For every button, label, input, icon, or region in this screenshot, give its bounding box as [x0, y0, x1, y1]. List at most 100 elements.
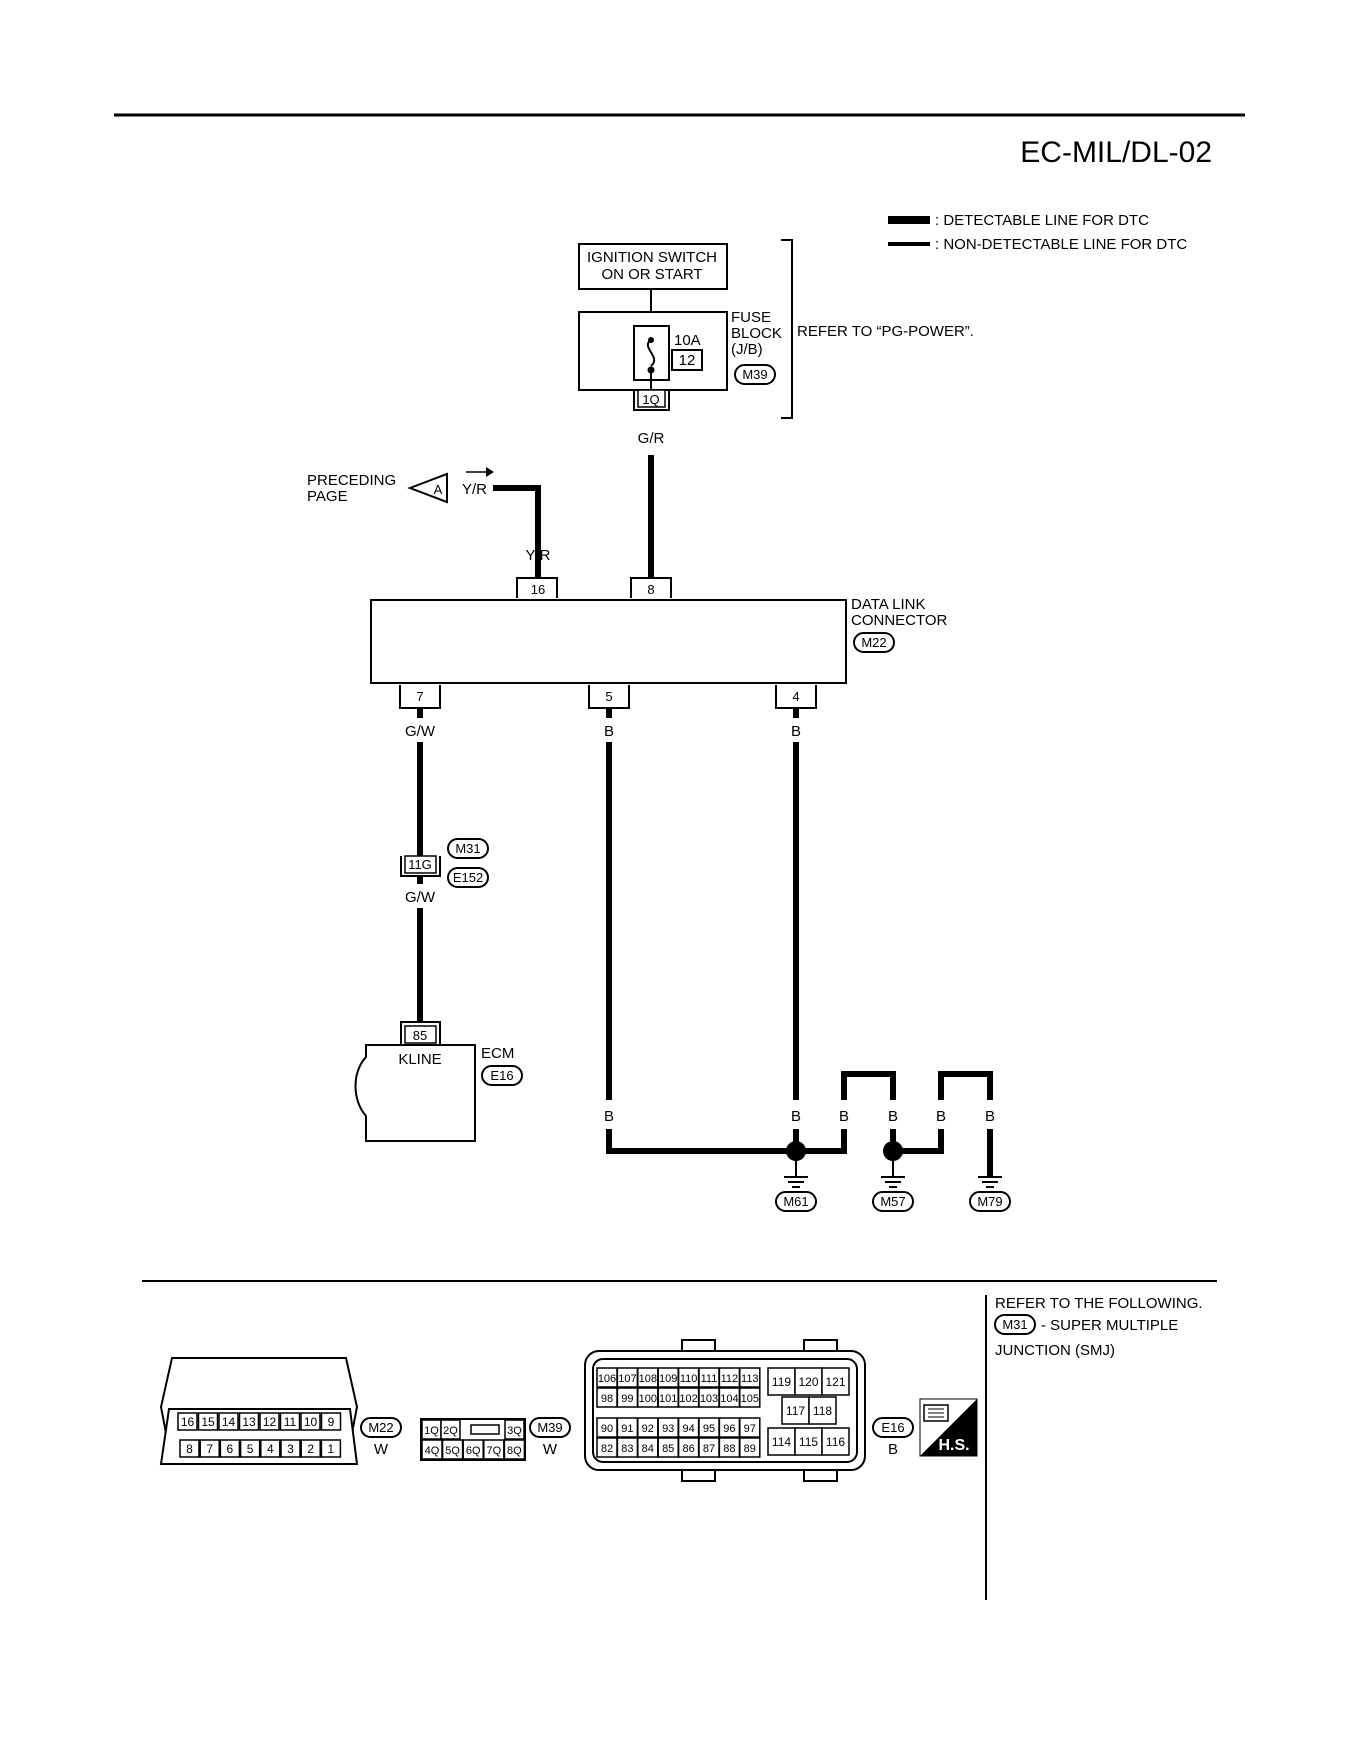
dlc-box	[370, 599, 847, 684]
m22-pin-8-cell	[179, 1439, 200, 1458]
e16-pin-104: 104	[720, 1393, 738, 1405]
m39-pin-2Q: 2Q	[443, 1425, 458, 1437]
preceding-marker-icon	[407, 472, 448, 504]
m22-pin-11: 11	[284, 1415, 297, 1429]
ground-icon-m57	[881, 1176, 905, 1188]
ecm-connector-badge	[481, 1065, 523, 1086]
ground-m61-badge	[775, 1191, 817, 1212]
dlc-label-2: CONNECTOR	[851, 612, 948, 629]
wire-label-gw-top: G/W	[405, 723, 436, 740]
fuse-pin-box	[637, 389, 666, 408]
preceding-marker: A	[434, 482, 443, 497]
legend-detectable: : DETECTABLE LINE FOR DTC	[935, 212, 1149, 229]
e16-pin-120: 120	[798, 1375, 818, 1389]
m39-pin-2Q-cell	[440, 1419, 461, 1440]
e16-pin-118: 118	[813, 1404, 832, 1418]
refer-bracket	[781, 239, 793, 419]
e16-pin-86: 86	[682, 1443, 694, 1455]
ground-m79: M79	[977, 1194, 1002, 1209]
refer-connector-badge	[994, 1314, 1036, 1335]
ground-m57-badge	[872, 1191, 914, 1212]
e16-pin-116: 116	[826, 1435, 845, 1449]
wire-label-b-m57-left: B	[888, 1108, 898, 1125]
dlc-pin-8-label: 8	[647, 582, 654, 597]
smj-connector-bottom-badge	[447, 867, 489, 888]
m39-id: M39	[537, 1420, 562, 1435]
e16-pin-113-cell	[739, 1367, 761, 1388]
ignition-switch: IGNITION SWITCH ON OR START	[578, 243, 728, 290]
m22-pin-10: 10	[304, 1415, 318, 1429]
preceding-line1: PRECEDING	[307, 472, 396, 489]
e16-pin-89: 89	[744, 1443, 756, 1455]
ecm-connector: E16	[490, 1068, 513, 1083]
refer-line3: JUNCTION (SMJ)	[995, 1342, 1115, 1359]
e16-pin-87: 87	[703, 1443, 715, 1455]
m22-id: M22	[368, 1420, 393, 1435]
m22-pin-7: 7	[206, 1442, 213, 1456]
smj-connector-bottom: E152	[453, 870, 483, 885]
e16-pin-117: 117	[786, 1404, 805, 1418]
e16-pin-119: 119	[772, 1375, 791, 1389]
fuse-label-2: BLOCK	[731, 325, 782, 342]
fuse-icon	[646, 339, 656, 367]
e16-pin-115: 115	[799, 1435, 818, 1449]
m22-pin-5-cell	[239, 1439, 261, 1458]
m22-pin-6-cell	[219, 1439, 241, 1458]
e16-pin-105: 105	[741, 1393, 759, 1405]
dlc-pin-7-label: 7	[416, 689, 423, 704]
m22-id-badge	[360, 1417, 402, 1438]
m39-pin-3Q-cell	[504, 1419, 525, 1440]
ignition-line2: ON OR START	[601, 266, 702, 283]
m22-pin-12-cell	[259, 1412, 280, 1431]
fuse-label-1: FUSE	[731, 309, 771, 326]
legend-non-detectable: : NON-DETECTABLE LINE FOR DTC	[935, 236, 1187, 253]
ecm-pin-name: KLINE	[398, 1051, 441, 1068]
harness-connector-icon	[923, 1404, 949, 1422]
ecm-pin-box	[404, 1025, 437, 1044]
m22-pin-3: 3	[287, 1442, 294, 1456]
e16-pin-89-cell	[739, 1437, 761, 1458]
ecm: 85 KLINE ECM E16	[354, 1021, 523, 1142]
e16-pin-121: 121	[825, 1375, 845, 1389]
m22-pin-14-cell	[218, 1412, 239, 1431]
e16-pin-112: 112	[721, 1373, 739, 1385]
wire-label-b-pin4: B	[791, 723, 801, 740]
e16-pin-103: 103	[700, 1393, 718, 1405]
e16-pin-109: 109	[659, 1373, 677, 1385]
wire-label-b-m79: B	[985, 1108, 995, 1125]
m22-pin-13: 13	[242, 1415, 256, 1429]
e16-pin-95: 95	[703, 1423, 715, 1435]
wire-label-b-m61-right: B	[839, 1108, 849, 1125]
m22-color: W	[374, 1441, 389, 1458]
smj-connector-top-badge	[447, 838, 489, 859]
hs-badge: H.S.	[919, 1398, 978, 1457]
e16-pin-105-cell	[739, 1387, 761, 1408]
ignition-switch-box	[578, 243, 728, 290]
e16-pin-100: 100	[639, 1393, 657, 1405]
dlc-label-1: DATA LINK	[851, 596, 925, 613]
data-link-connector: DATA LINK CONNECTOR M22	[370, 596, 948, 684]
e16-latch-top-left	[681, 1339, 716, 1352]
m22-pin-12: 12	[263, 1415, 277, 1429]
m22-pin-3-cell	[280, 1439, 301, 1458]
preceding-line2: PAGE	[307, 488, 348, 505]
e16-pin-98: 98	[601, 1393, 613, 1405]
e16-pin-101: 101	[659, 1393, 677, 1405]
m22-pin-9-cell	[320, 1412, 342, 1431]
m22-pin-2-cell	[300, 1439, 321, 1458]
wire-label-b-m57-right: B	[936, 1108, 946, 1125]
e16-pin-97: 97	[744, 1423, 756, 1435]
hs-badge-label: H.S.	[938, 1437, 969, 1454]
e16-pin-96: 96	[723, 1423, 735, 1435]
m39-key-slot	[470, 1424, 500, 1435]
fuse-block: 10A 12 FUSE BLOCK (J/B) M39 1Q	[578, 309, 782, 411]
e16-latch-bottom-right	[803, 1469, 838, 1482]
fuse-connector-badge	[734, 364, 776, 385]
refer-line1: REFER TO THE FOLLOWING.	[995, 1295, 1203, 1312]
m39-pin-1Q: 1Q	[424, 1425, 439, 1437]
e16-pin-107: 107	[618, 1373, 636, 1385]
fuse-pin: 1Q	[642, 392, 659, 407]
ignition-line1: IGNITION SWITCH	[587, 249, 717, 266]
